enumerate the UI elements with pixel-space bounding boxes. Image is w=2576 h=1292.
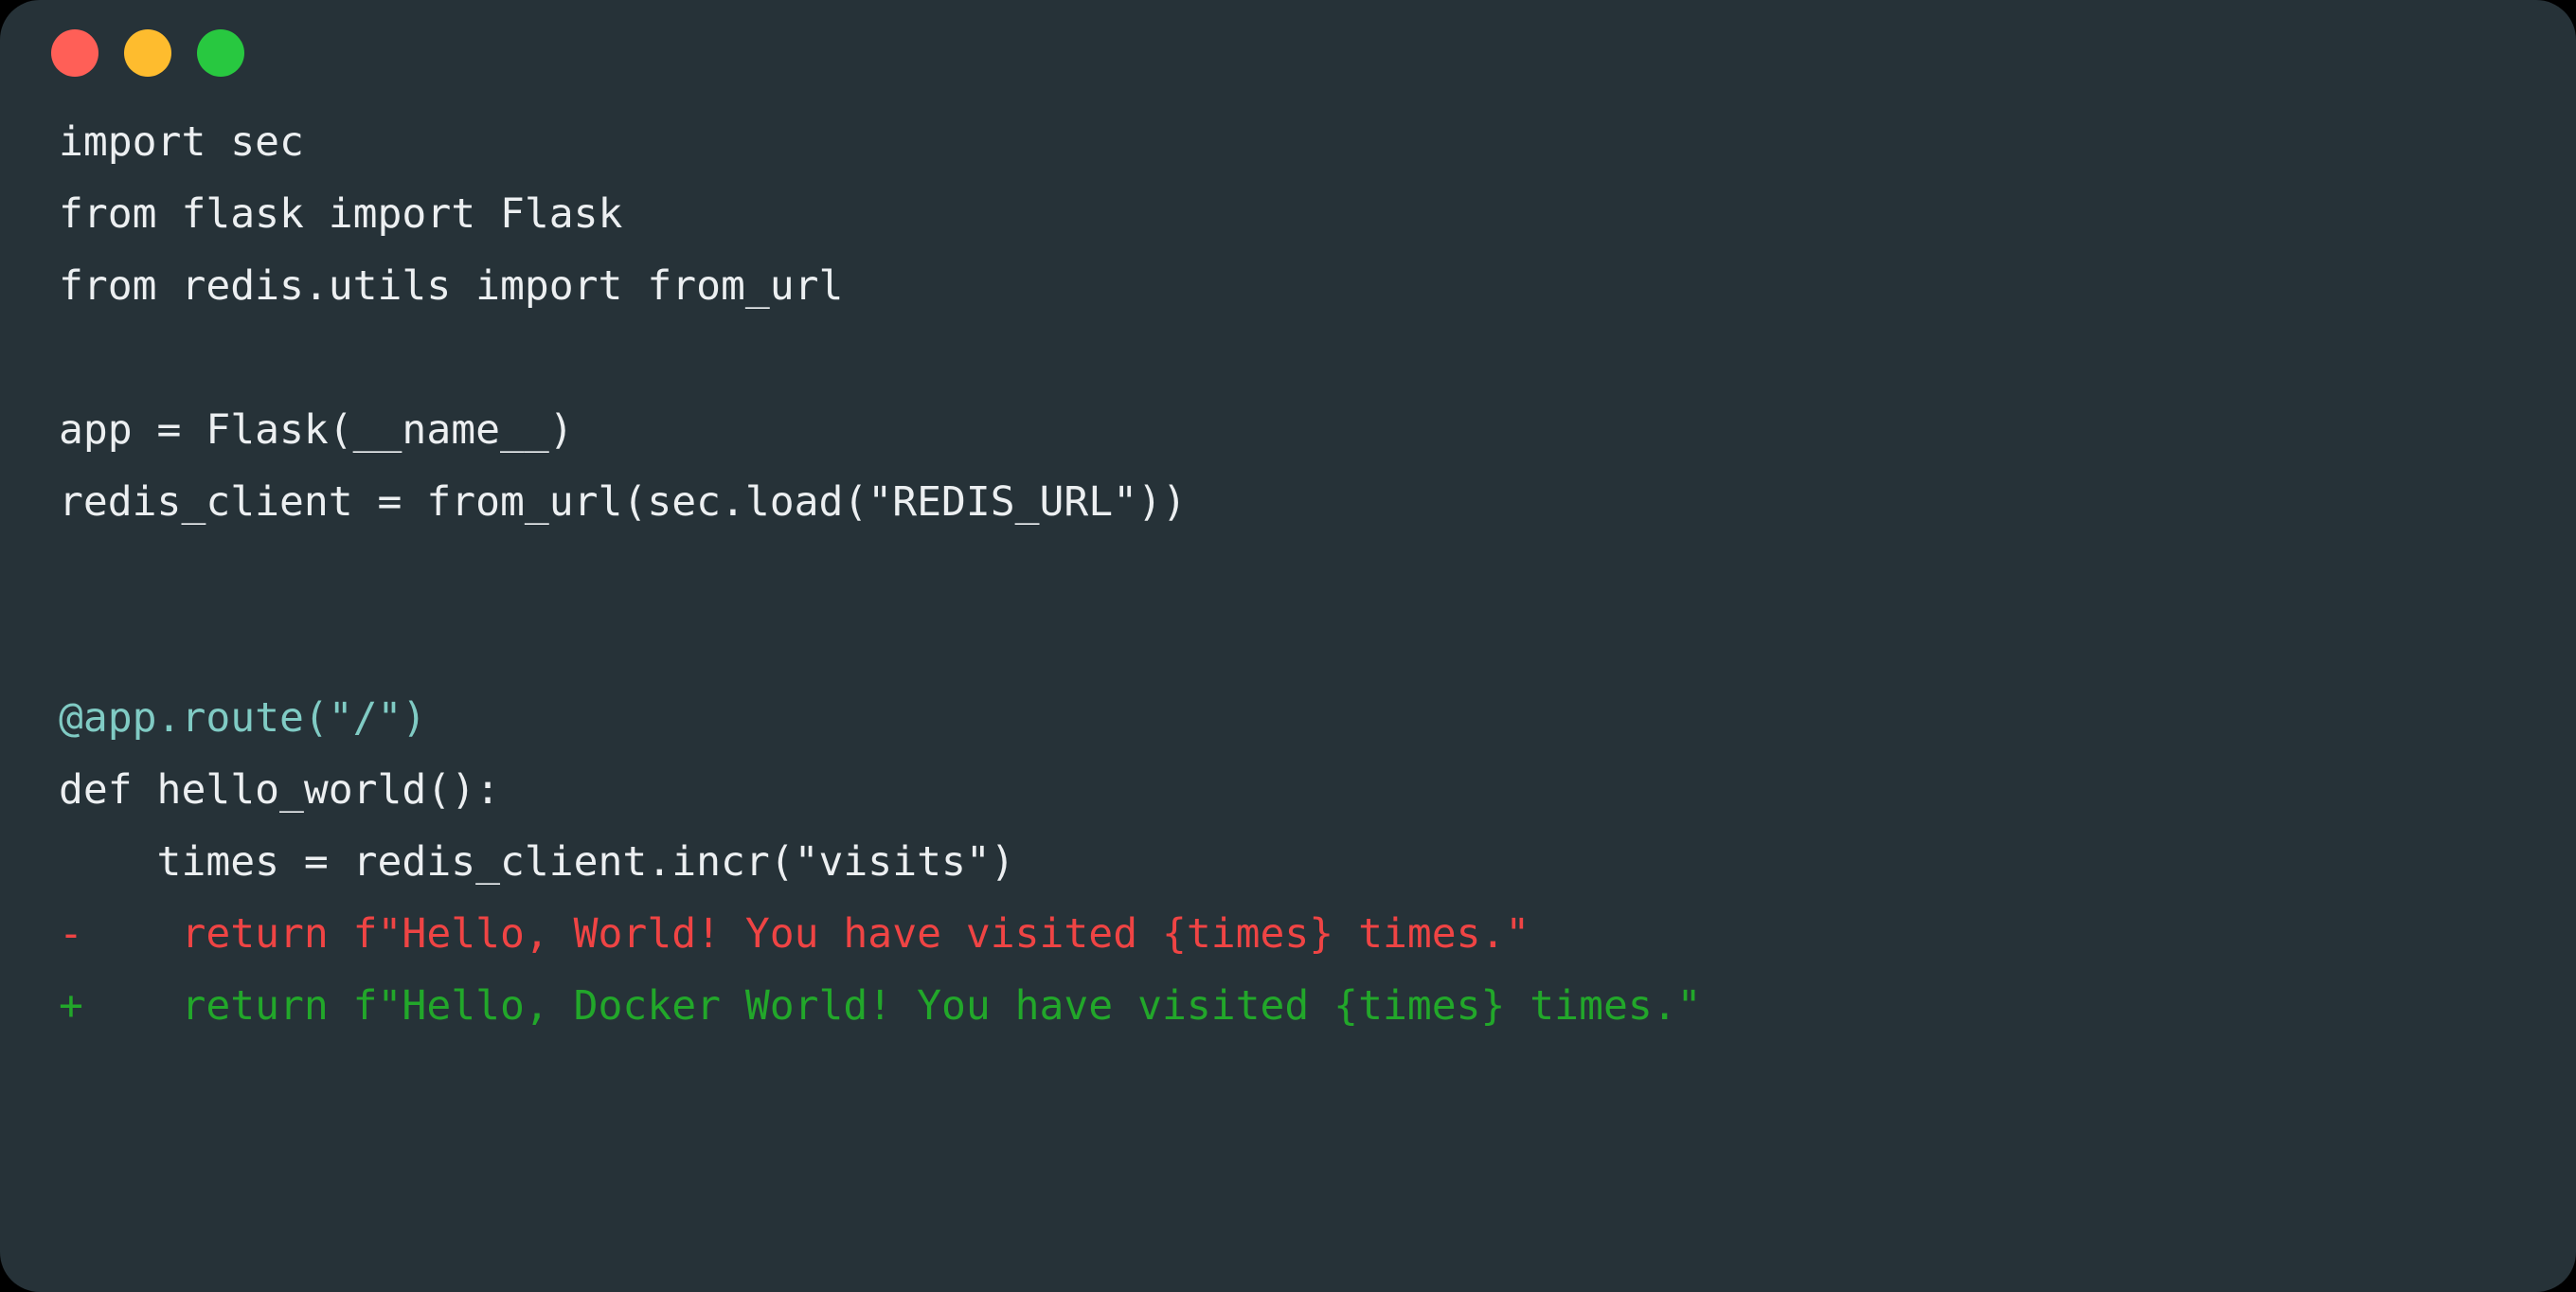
code-line: redis_client = from_url(sec.load("REDIS_… <box>59 478 1187 526</box>
code-line: app = Flask(__name__) <box>59 406 574 454</box>
code-line: def hello_world(): <box>59 766 500 814</box>
window-titlebar <box>0 0 2576 106</box>
code-line: times = redis_client.incr("visits") <box>59 838 1015 886</box>
code-line: + return f"Hello, Docker World! You have… <box>59 982 1702 1030</box>
code-line <box>59 322 2576 394</box>
code-line: - return f"Hello, World! You have visite… <box>59 910 1530 958</box>
code-editor-area[interactable]: import sec from flask import Flask from re… <box>0 106 2576 1292</box>
zoom-window-button[interactable] <box>197 29 244 77</box>
close-window-button[interactable] <box>51 29 98 77</box>
python-code-block[interactable]: import sec from flask import Flask from re… <box>59 106 2576 1042</box>
code-line: from redis.utils import from_url <box>59 262 844 310</box>
code-line <box>59 610 2576 682</box>
code-line: from flask import Flask <box>59 190 623 238</box>
code-line: @app.route("/") <box>59 694 427 742</box>
traffic-light-controls <box>51 29 244 77</box>
code-line <box>59 538 2576 610</box>
code-line: import sec <box>59 118 304 166</box>
minimize-window-button[interactable] <box>124 29 171 77</box>
code-lines: import sec from flask import Flask from re… <box>59 106 2576 1042</box>
